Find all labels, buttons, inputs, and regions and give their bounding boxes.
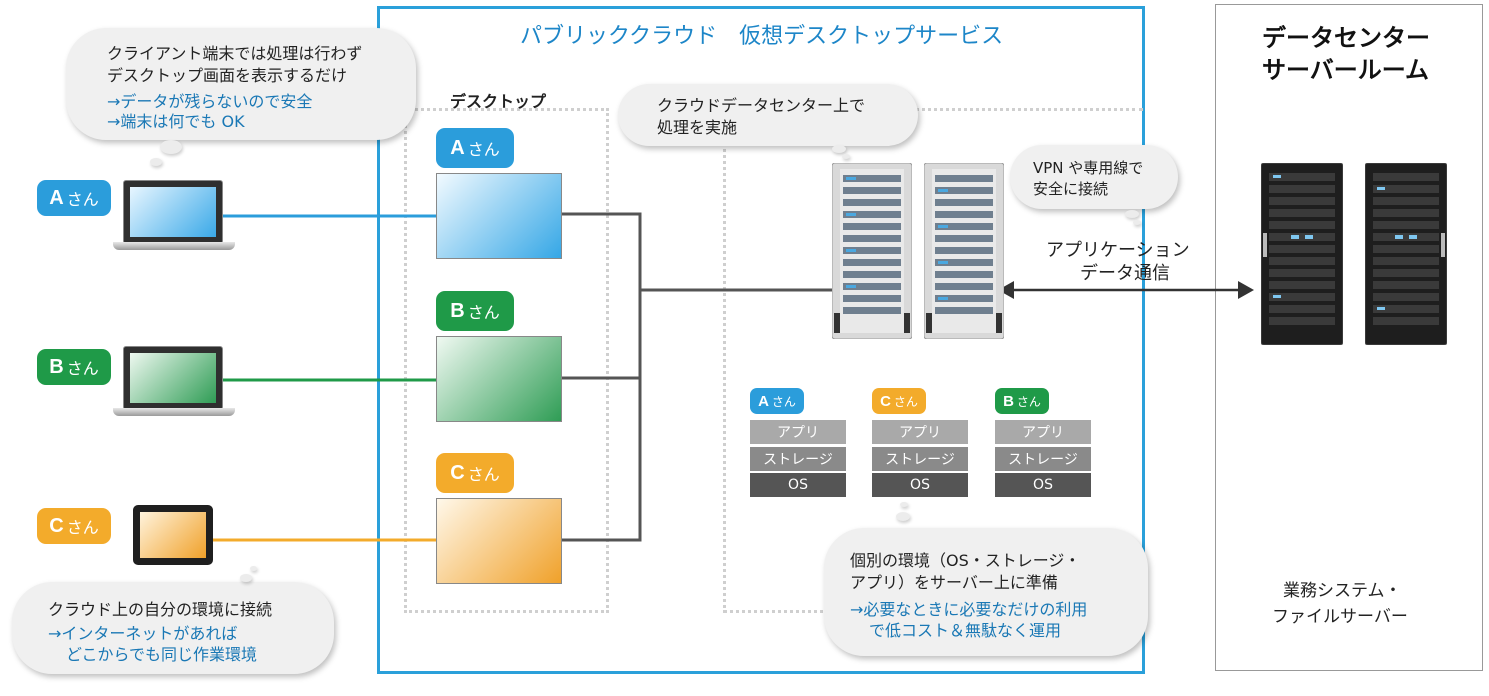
- bubble-vpn-tail-1: [1125, 210, 1139, 218]
- bubble-env-line3: →必要なときに必要なだけの利用: [850, 600, 1088, 619]
- bubble-vpn-line2: 安全に接続: [1033, 180, 1109, 198]
- stack-b-app: アプリ: [995, 420, 1091, 444]
- arrow-left: [998, 281, 1014, 299]
- stack-a-os: OS: [750, 473, 846, 497]
- laptop-b-screen: [123, 346, 223, 410]
- bubble-env: [824, 528, 1148, 656]
- dc-server-rack-1: [1261, 163, 1343, 345]
- datacenter-boundary: [1215, 4, 1483, 671]
- stack-c-app: アプリ: [872, 420, 968, 444]
- cloud-title: パブリッククラウド 仮想デスクトップサービス: [520, 24, 1004, 49]
- bubble-tablet-line1: クラウド上の自分の環境に接続: [48, 600, 273, 619]
- bubble-cloud-dc-tail-1: [832, 145, 846, 153]
- bubble-tablet-line3: どこからでも同じ作業環境: [66, 645, 258, 664]
- bubble-cloud-dc-line2: 処理を実施: [657, 118, 738, 137]
- bubble-tablet: [12, 582, 334, 674]
- tablet-c: [133, 505, 213, 565]
- bubble-client-line4: →端末は何でも OK: [107, 112, 245, 131]
- app-comm-label-line2: データ通信: [1080, 263, 1170, 284]
- bubble-tablet-line2: →インターネットがあれば: [48, 624, 238, 643]
- bubble-env-tail-2: [900, 502, 908, 507]
- stack-c-os: OS: [872, 473, 968, 497]
- desktop-screen-c: [436, 498, 562, 584]
- bubble-tablet-tail-1: [240, 574, 252, 582]
- desktop-area: [404, 108, 609, 613]
- cloud-server-rack-2: [924, 163, 1004, 339]
- datacenter-label-line1: 業務システム・: [1283, 581, 1402, 601]
- desktop-screen-a: [436, 173, 562, 259]
- bubble-client-line2: デスクトップ画面を表示するだけ: [107, 66, 348, 85]
- desktop-screen-b: [436, 336, 562, 422]
- bubble-vpn-line1: VPN や専用線で: [1033, 159, 1144, 177]
- public-cloud-boundary: [377, 6, 1145, 674]
- stack-a-storage: ストレージ: [750, 447, 846, 471]
- bubble-client-line3: →データが残らないので安全: [107, 92, 313, 111]
- bubble-cloud-dc-line1: クラウドデータセンター上で: [657, 96, 866, 115]
- stack-a-app: アプリ: [750, 420, 846, 444]
- stack-b-storage: ストレージ: [995, 447, 1091, 471]
- datacenter-title-line1: データセンター: [1262, 24, 1430, 52]
- bubble-client: [66, 28, 416, 140]
- tablet-c-screen: [140, 512, 206, 558]
- laptop-a: [113, 180, 235, 252]
- bubble-env-tail-1: [896, 512, 910, 521]
- bubble-env-line4: で低コスト＆無駄なく運用: [869, 621, 1062, 640]
- bubble-client-line1: クライアント端末では処理は行わず: [107, 44, 363, 63]
- bubble-env-line1: 個別の環境（OS・ストレージ・: [850, 551, 1081, 570]
- datacenter-label-line2: ファイルサーバー: [1272, 607, 1408, 627]
- bubble-cloud-dc: [618, 84, 918, 146]
- app-comm-label-line1: アプリケーション: [1046, 240, 1190, 261]
- dc-server-rack-2: [1365, 163, 1447, 345]
- laptop-a-screen: [123, 180, 223, 244]
- cloud-server-rack-1: [832, 163, 912, 339]
- bubble-client-tail-1: [160, 140, 182, 154]
- laptop-b: [113, 346, 235, 418]
- arrow-right: [1238, 281, 1254, 299]
- bubble-cloud-dc-tail-2: [842, 154, 850, 159]
- stack-c-storage: ストレージ: [872, 447, 968, 471]
- desktop-label: デスクトップ: [450, 92, 547, 111]
- laptop-a-base: [113, 242, 235, 250]
- datacenter-title-line2: サーバールーム: [1262, 56, 1430, 84]
- stack-b-os: OS: [995, 473, 1091, 497]
- bubble-env-line2: アプリ）をサーバー上に準備: [850, 573, 1058, 592]
- bubble-client-tail-2: [150, 158, 162, 166]
- laptop-b-base: [113, 408, 235, 416]
- bubble-tablet-tail-2: [250, 566, 257, 571]
- bubble-vpn: [1010, 145, 1178, 209]
- bubble-vpn-tail-2: [1133, 220, 1141, 225]
